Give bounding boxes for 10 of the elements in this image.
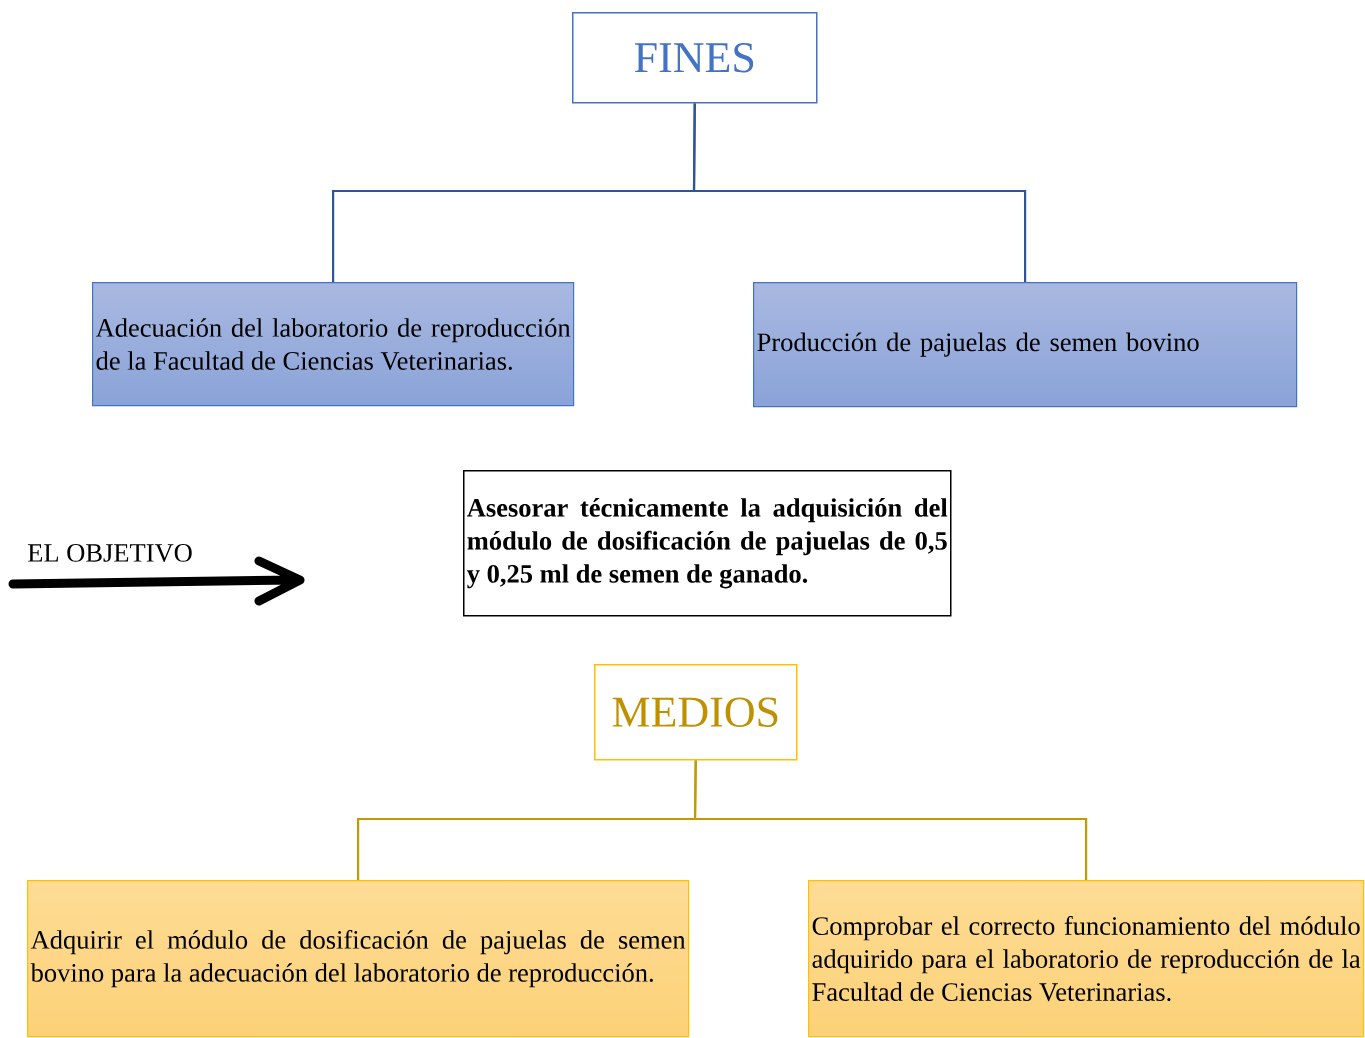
heading-box: MEDIOS bbox=[594, 664, 798, 761]
process-box: Comprobar el correcto funcionamiento del módulo adquirido para el laboratorio de reproducción de la Facultad de Ciencias Veterinarias. bbox=[808, 880, 1365, 1038]
connector-line bbox=[693, 760, 1088, 880]
process-box: Producción de pajuelas de semen bovino bbox=[753, 282, 1298, 408]
objective-box: Asesorar técnicamente la adquisición del módulo de dosificación de pajuelas de 0,5 y 0,25 ml de semen de ganado. bbox=[463, 470, 952, 617]
heading-box: FINES bbox=[572, 12, 818, 104]
connector-line bbox=[692, 103, 1027, 282]
process-box: Adecuación del laboratorio de reproducción de la Facultad de Ciencias Veterinarias. bbox=[92, 282, 575, 407]
arrow-label: EL OBJETIVO bbox=[28, 544, 192, 562]
process-box: Adquirir el módulo de dosificación de pajuelas de semen bovino para la adecuación del laboratorio de reproducción. bbox=[27, 880, 690, 1038]
